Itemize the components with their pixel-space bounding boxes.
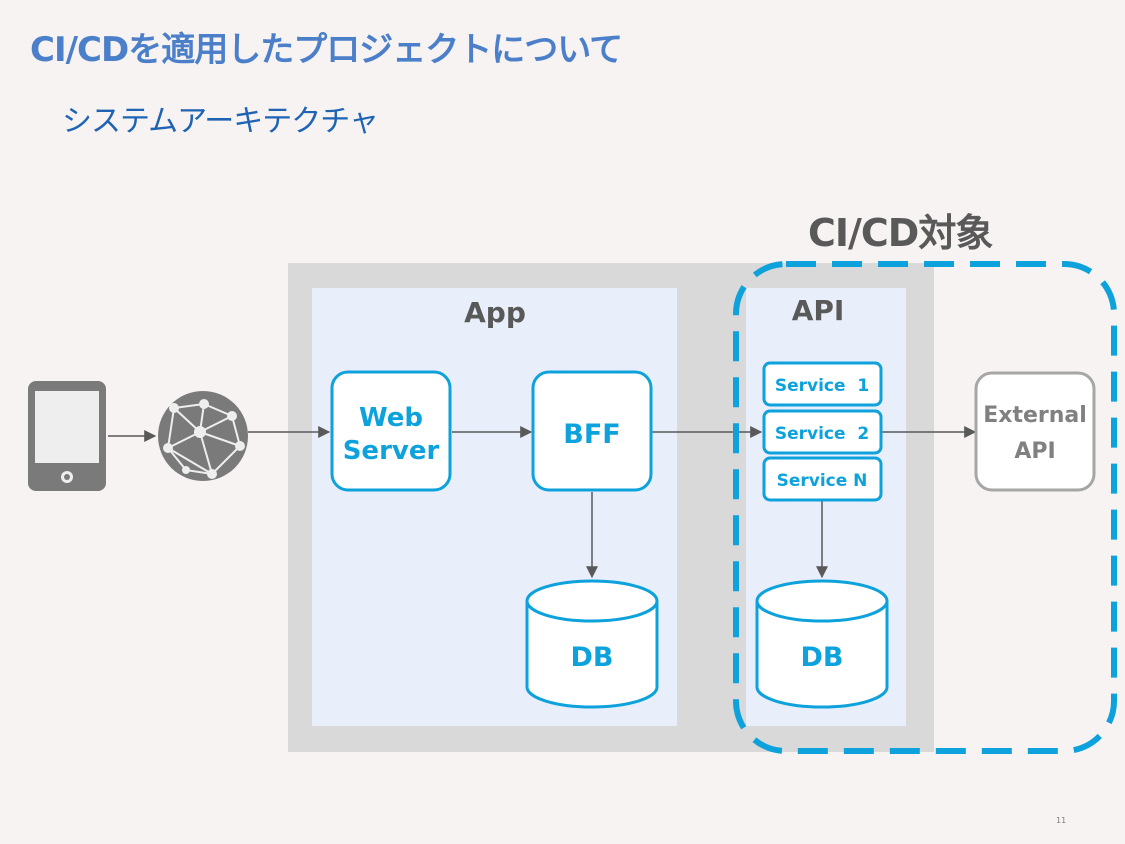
service-n-label: Service N (777, 471, 868, 491)
slide-title: CI/CDを適用したプロジェクトについて (30, 30, 623, 70)
service-1-label: Service 1 (775, 376, 869, 396)
bff-box: BFF (531, 370, 653, 492)
internet-globe-icon (158, 391, 248, 481)
api-db-cylinder: DB (755, 579, 889, 709)
external-api-label-line1: External (983, 403, 1087, 428)
page-number: 11 (1056, 816, 1067, 825)
web-server-label-line1: Web (359, 403, 423, 433)
bff-label: BFF (563, 419, 620, 450)
service-n-box: Service N (762, 456, 883, 502)
app-db-cylinder: DB (525, 579, 659, 709)
api-group-label: API (792, 294, 845, 327)
slide-subtitle: システムアーキテクチャ (62, 104, 379, 139)
service-1-box: Service 1 (762, 361, 883, 407)
ci-cd-scope-label: CI/CD対象 (808, 211, 993, 255)
app-group-label: App (464, 296, 526, 329)
tablet-icon (28, 381, 106, 491)
web-server-label-line2: Server (343, 436, 440, 466)
service-2-label: Service 2 (775, 424, 869, 444)
api-db-label: DB (801, 642, 844, 673)
ci-cd-scope-boundary (733, 261, 1117, 754)
web-server-box: Web Server (330, 370, 452, 492)
external-api-box: External API (974, 371, 1096, 492)
external-api-label-line2: API (1014, 439, 1055, 464)
service-2-box: Service 2 (762, 409, 883, 455)
app-db-label: DB (571, 642, 614, 673)
